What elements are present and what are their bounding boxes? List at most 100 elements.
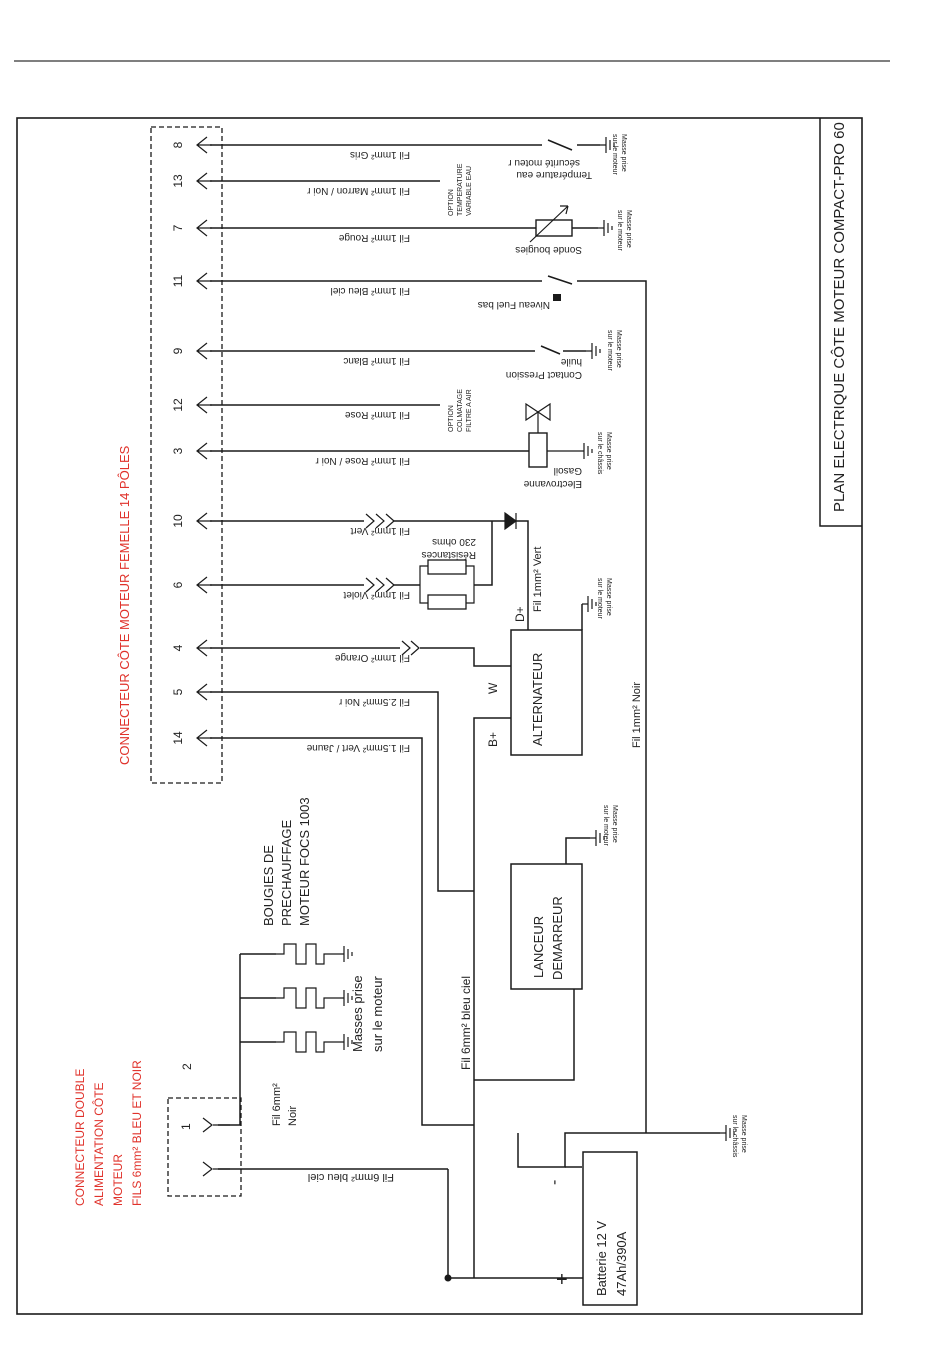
starter-label-0: LANCEUR	[531, 916, 546, 978]
resistors-label-0: Résistances	[422, 549, 476, 560]
temp-safety-label-0: Température eau	[516, 169, 592, 180]
ground-2	[578, 443, 593, 459]
wire-label-12: Fil 1mm² Rose	[345, 409, 410, 420]
battery-box	[582, 1151, 638, 1306]
glow-plugs-label-line-0: BOUGIES DE	[261, 845, 276, 926]
pin-number-6: 6	[171, 581, 185, 588]
option-filter-line-2: FILTRE A AIR	[466, 389, 473, 432]
alternator-box	[510, 629, 583, 756]
connector-2-label-line-1: ALIMENTATION CÔTE	[91, 1082, 106, 1206]
connector-2-pin-2: 2	[180, 1063, 194, 1070]
mass-chassis-bat-1: sur le châssis	[731, 1115, 738, 1158]
wire-label-13: Fil 1mm² Marron / Noi r	[307, 185, 410, 196]
battery-label-0: Batterie 12 V	[594, 1221, 609, 1296]
alternator-w: W	[486, 682, 500, 694]
mass-motor-9-0: Masse prise	[615, 330, 622, 368]
pin-arrow-14	[196, 729, 212, 747]
connector-2-label-line-3: FILS 6mm² BLEU ET NOIR	[130, 1060, 144, 1206]
pin-number-5: 5	[171, 688, 185, 695]
mass-motor-8-0: Masse prise	[620, 134, 627, 172]
pin-number-12: 12	[171, 398, 185, 412]
fil-6-bleu-ciel-label: Fil 6mm² bleu ciel	[308, 1171, 394, 1183]
pin-number-11: 11	[171, 274, 185, 287]
mass-motor-7-1: sur le moteur	[616, 210, 623, 252]
wire-label-9: Fil 1mm² Blanc	[343, 355, 410, 366]
diagram-title: PLAN ELECTRIQUE CÔTE MOTEUR COMPACT-PRO …	[831, 122, 848, 512]
wire-label-11: Fil 1mm² Bleu ciel	[331, 285, 410, 296]
ground-0	[598, 220, 613, 236]
engine-masses-label-line-1: sur le moteur	[370, 975, 385, 1052]
oil-pressure-label-1: huile	[560, 356, 582, 367]
pin-arrow-12	[196, 396, 212, 414]
ground-1	[586, 343, 601, 359]
ground-3	[590, 830, 605, 846]
starter-label-1: DEMARREUR	[550, 896, 565, 980]
alternator-b-plus: B+	[486, 732, 500, 747]
wire-label-10: Fil 1mm² Vert	[350, 525, 410, 536]
solenoid-label-1: Gasoil	[554, 465, 582, 476]
mass-chassis-bat-0: Masse prise	[740, 1115, 747, 1153]
connector-2-label-line-0: CONNECTEUR DOUBLE	[73, 1069, 87, 1206]
pin-number-9: 9	[171, 347, 185, 354]
wire-label-5: Fil 2.5mm² Noi r	[338, 696, 410, 707]
battery-label-1: 47Ah/390A	[614, 1231, 629, 1296]
ground-8	[338, 990, 353, 1006]
pin-number-8: 8	[171, 141, 185, 148]
fil-vert-d-label: Fil 1mm² Vert	[532, 547, 544, 612]
starter-box	[510, 863, 583, 990]
resistors-label-1: 230 ohms	[432, 536, 476, 547]
ground-4	[582, 596, 597, 612]
pin-arrow-7	[196, 219, 212, 237]
mass-chassis-3-1: sur le châssis	[596, 432, 603, 475]
ground-9	[338, 1034, 353, 1050]
mass-motor-starter-1: sur le moteur	[602, 805, 609, 847]
connector-2-pole	[167, 1097, 242, 1197]
wire-label-6: Fil 1mm² Violet	[343, 589, 410, 600]
mass-motor-8-1: sur le moteur	[611, 134, 618, 176]
wire-label-3: Fil 1mm² Rose / Noi r	[315, 455, 410, 466]
pin-arrow-9	[196, 342, 212, 360]
option-temp-line-1: TEMPERATURE	[457, 163, 464, 216]
mass-chassis-3-0: Masse prise	[605, 432, 612, 470]
connector-14-label: CONNECTEUR CÔTE MOTEUR FEMELLE 14 PÔLES	[117, 445, 132, 765]
mass-motor-alt-1: sur le moteur	[596, 578, 603, 620]
solenoid-label-0: Electrovanne	[523, 478, 582, 489]
battery-minus: -	[546, 1180, 563, 1185]
option-temp-line-0: OPTION	[448, 189, 455, 216]
battery-plus: +	[556, 1269, 568, 1291]
option-filter-line-0: OPTION	[448, 405, 455, 432]
fil-6-noir-label-line-1: Noir	[287, 1105, 299, 1126]
mass-motor-7-0: Masse prise	[625, 210, 632, 248]
wire-label-8: Fil 1mm² Gris	[350, 149, 410, 160]
glow-plugs-symbols	[276, 943, 338, 1053]
pin-arrow-3	[196, 442, 212, 460]
ground-5	[600, 137, 615, 153]
title-box	[819, 118, 862, 527]
oil-pressure-label-0: Contact Pression	[506, 369, 582, 380]
pin-arrow-11	[196, 272, 212, 290]
ground-6	[720, 1125, 735, 1141]
pin-number-7: 7	[171, 224, 185, 231]
engine-masses-label-line-0: Masses prise	[350, 975, 365, 1052]
alternator-d-plus: D+	[513, 606, 527, 622]
pin-arrow-4	[196, 639, 212, 657]
glow-plugs-label-line-1: PRECHAUFFAGE	[279, 819, 294, 926]
wire-label-4: Fil 1mm² Orange	[335, 652, 410, 663]
wire-label-7: Fil 1mm² Rouge	[338, 232, 410, 243]
mass-motor-9-1: sur le moteur	[606, 330, 613, 372]
pin-number-4: 4	[171, 644, 185, 651]
ground-symbols	[338, 137, 735, 1141]
pin-number-3: 3	[171, 447, 185, 454]
option-filter-line-1: COLMATAGE	[457, 389, 464, 432]
diagram-frame	[16, 117, 863, 1315]
pin-number-10: 10	[171, 514, 185, 528]
mass-motor-alt-0: Masse prise	[605, 578, 612, 616]
fil-noir-label: Fil 1mm² Noir	[631, 682, 643, 748]
fuel-level-label: Niveau Fuel bas	[478, 299, 550, 310]
glow-plugs-label-line-2: MOTEUR FOCS 1003	[297, 797, 312, 926]
pin-arrow-13	[196, 172, 212, 190]
fil-6-noir-label-line-0: Fil 6mm²	[271, 1083, 283, 1126]
wire-label-14: Fil 1.5mm² Vert / Jaune	[306, 742, 410, 753]
pin-number-14: 14	[171, 731, 185, 745]
